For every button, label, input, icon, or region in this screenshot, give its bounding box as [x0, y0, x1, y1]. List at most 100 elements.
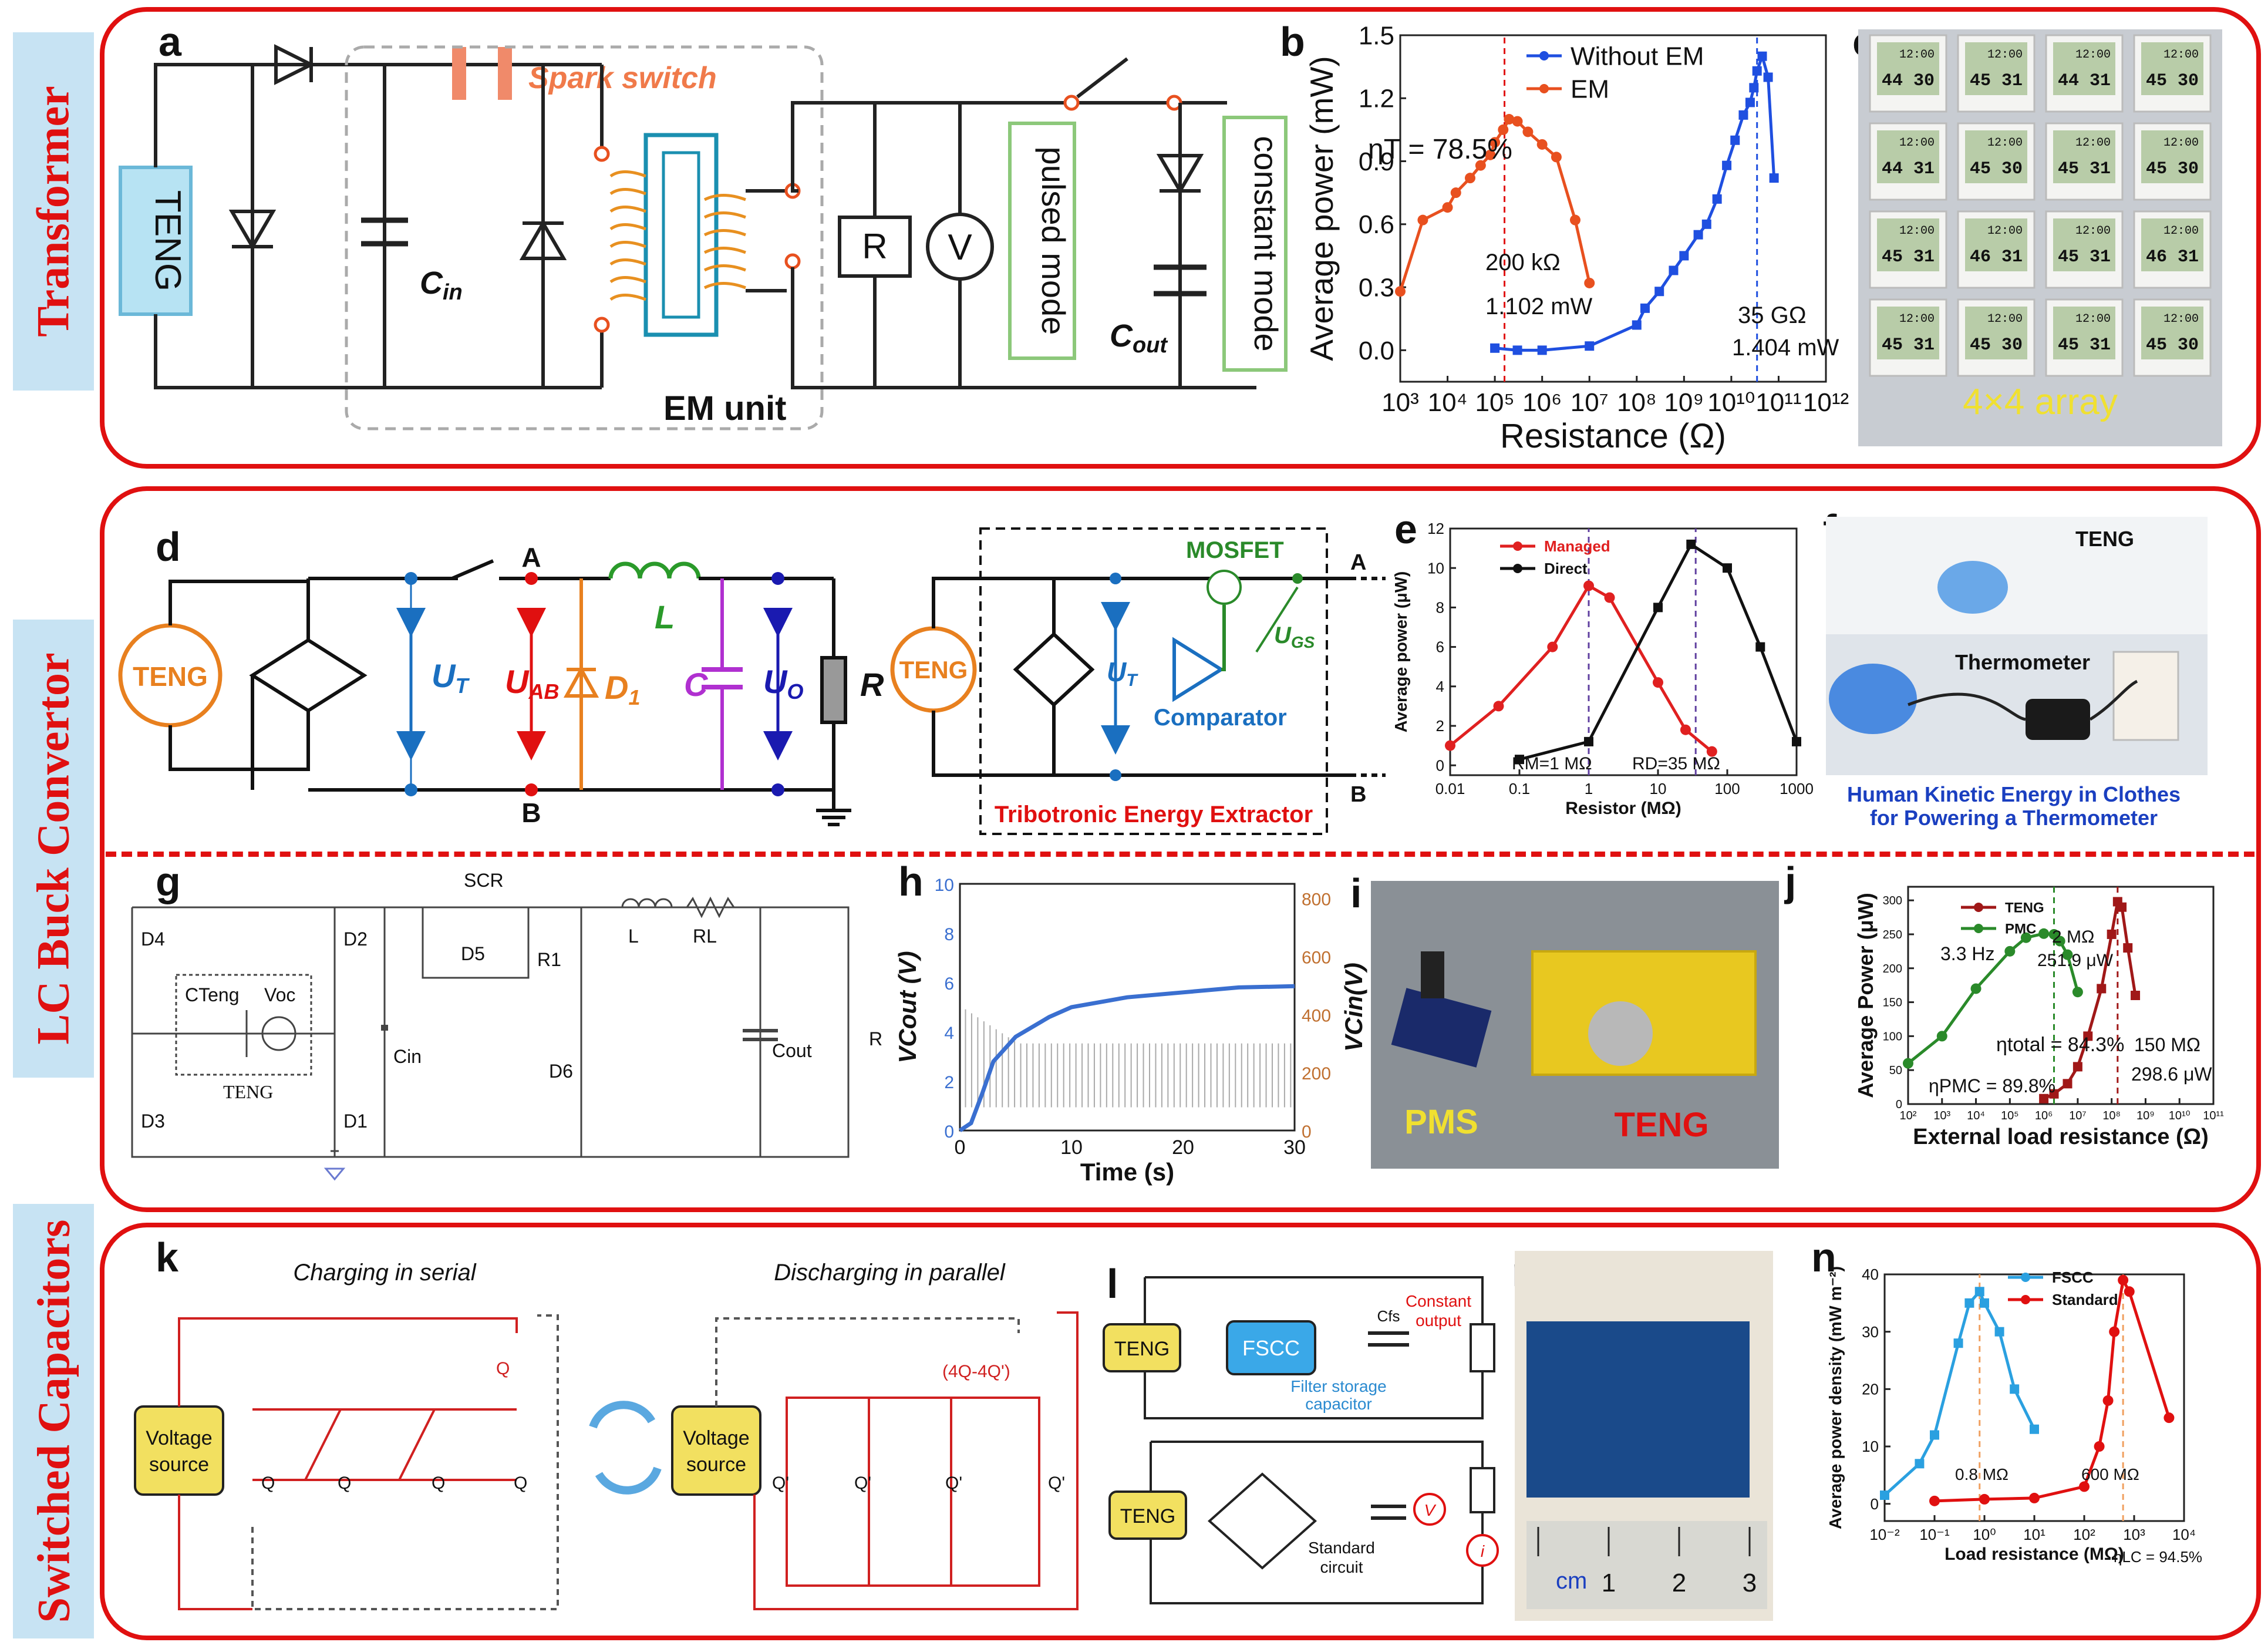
data-point	[2118, 1274, 2129, 1286]
v-label: V	[1424, 1501, 1437, 1519]
legend-label: Managed	[1544, 537, 1610, 555]
clock-reading: 12:00	[1987, 48, 2023, 62]
d4-label: D4	[141, 928, 165, 950]
teng-label: TENG	[147, 190, 188, 291]
y-tick-label: 4	[1436, 678, 1444, 695]
v-label: V	[948, 227, 972, 268]
data-point	[1395, 286, 1406, 297]
data-point	[1970, 983, 1981, 994]
data-point	[2124, 1286, 2135, 1297]
data-point	[1512, 116, 1523, 127]
l-label: L	[655, 598, 675, 635]
diode-d1	[563, 665, 599, 698]
diode	[1156, 154, 1204, 194]
data-point	[2054, 936, 2065, 947]
x-tick-label: 10¹⁰	[1707, 388, 1755, 417]
data-point	[1654, 287, 1664, 297]
node-b: B	[1350, 782, 1366, 807]
bridge-rectifier	[249, 638, 368, 713]
data-point	[1730, 135, 1740, 145]
data-point	[1712, 194, 1722, 204]
thermometer-display	[2141, 218, 2203, 271]
data-point	[2039, 1093, 2049, 1103]
teng-label: TENG	[2075, 527, 2134, 551]
x-axis-label: External load resistance (Ω)	[1913, 1125, 2209, 1149]
node-a: A	[521, 542, 541, 573]
thermometer-display	[2053, 307, 2115, 359]
data-point	[2102, 1395, 2114, 1406]
rl-label: RL	[693, 926, 717, 947]
data-point	[1604, 592, 1615, 603]
data-point	[1569, 214, 1580, 226]
y-tick-label: 200	[1883, 963, 1902, 975]
x-tick-label: 30	[1283, 1136, 1306, 1159]
annotation: 251.9 μW	[2037, 951, 2114, 970]
panel-letter-d: d	[156, 524, 181, 570]
x-tick-label: 10¹¹	[2203, 1109, 2224, 1122]
temperature-reading: 45 30	[1970, 335, 2023, 355]
annotation: ηLC = 94.5%	[2114, 1548, 2202, 1566]
y-axis-label: Average power (mW)	[1303, 56, 1340, 361]
data-point	[1536, 139, 1548, 150]
annotation: 200 kΩ	[1485, 250, 1561, 275]
series-line	[1934, 1276, 2171, 1503]
data-point	[1537, 345, 1547, 355]
x-tick-label: 0	[955, 1136, 966, 1159]
y-tick-label: 10	[1862, 1438, 1879, 1455]
pulsed-mode-box	[1008, 122, 1076, 360]
teng-label: TENG	[133, 661, 208, 692]
data-point	[1450, 187, 1461, 198]
caption-line2: for Powering a Thermometer	[1870, 806, 2158, 830]
secondary-coil	[703, 194, 746, 290]
temperature-reading: 45 31	[1970, 71, 2023, 91]
clock-reading: 12:00	[2075, 136, 2111, 150]
section-tab-transformer: Transformer	[13, 32, 94, 391]
diode	[519, 220, 567, 260]
ugs-label: UGS	[1274, 623, 1315, 651]
constant-mode-label: constant mode	[1248, 136, 1285, 351]
clock-reading: 12:00	[1899, 312, 1935, 326]
x-tick-label: 10⁹	[1664, 388, 1704, 417]
data-point	[1653, 677, 1663, 688]
delta-label: (4Q-4Q')	[942, 1362, 1010, 1381]
fscc-label: FSCC	[1242, 1336, 1300, 1360]
panel-letter-a: a	[159, 19, 182, 65]
data-point	[2038, 928, 2050, 939]
thermometer-display	[1877, 42, 1939, 95]
d2-label: D2	[343, 928, 368, 950]
annotation: 2 MΩ	[2052, 927, 2094, 947]
y-tick-label: 30	[1862, 1323, 1879, 1341]
data-point	[2094, 1441, 2105, 1452]
y-tick-label: 150	[1883, 997, 1902, 1010]
temperature-reading: 45 31	[2058, 335, 2111, 355]
x-tick-label: 0.01	[1435, 780, 1465, 798]
teng-box	[175, 974, 312, 1076]
tee-label: Tribotronic Energy Extractor	[995, 802, 1313, 827]
x-tick-label: 10¹⁰	[2169, 1109, 2191, 1122]
x-tick-label: 20	[1172, 1136, 1194, 1159]
y-tick-label: 10	[935, 876, 954, 895]
x-tick-label: 10⁴	[2172, 1526, 2196, 1543]
y-tick-label: 0	[1436, 756, 1444, 774]
data-point	[2131, 991, 2141, 1000]
panel-letter-n: n	[1811, 1234, 1836, 1280]
data-point	[2097, 984, 2107, 994]
temperature-reading: 45 31	[1882, 247, 1935, 267]
data-point	[1583, 580, 1594, 591]
data-point	[1680, 724, 1691, 735]
x-tick-label: 10⁴	[1967, 1109, 1985, 1122]
x-tick-label: 10⁰	[1973, 1526, 1996, 1543]
panel-letter-g: g	[156, 859, 181, 904]
primary-coil	[609, 170, 646, 301]
thermometer-display	[2141, 42, 2203, 95]
caption-line1: Human Kinetic Energy in Clothes	[1847, 782, 2181, 806]
data-point	[1653, 603, 1663, 613]
x-tick-label: 10¹¹	[1755, 388, 1801, 417]
thermometer-display	[1877, 218, 1939, 271]
series-line	[1907, 932, 2080, 1065]
section-divider	[106, 852, 2254, 857]
i-label: i	[1481, 1542, 1485, 1560]
thermometer-display	[2141, 130, 2203, 183]
legend-label: Standard	[2052, 1291, 2118, 1308]
